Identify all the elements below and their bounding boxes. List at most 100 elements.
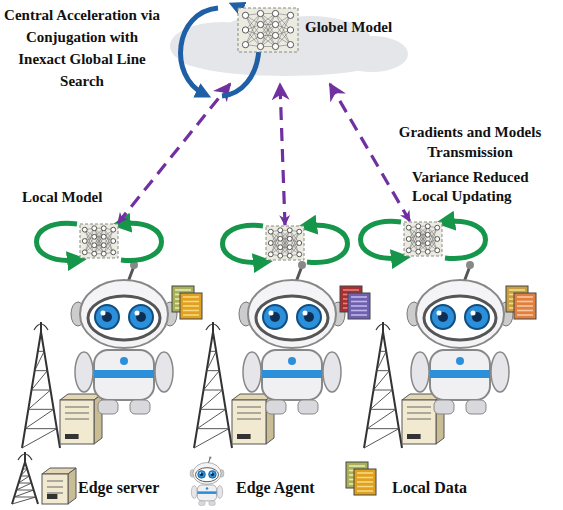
network-neuron: [268, 241, 273, 246]
network-neuron: [278, 253, 283, 258]
data-stripe: [517, 301, 533, 303]
node-shape: [80, 224, 118, 258]
network-neuron: [425, 232, 430, 237]
node-heading: Variance Reduced Local Updating: [412, 168, 552, 206]
robot-antenna-tip: [298, 261, 306, 269]
tower-signal: [34, 324, 48, 330]
tower-brace: [207, 351, 217, 370]
global-model-cloud: Globel Model: [160, 0, 410, 82]
tower-brace: [22, 429, 57, 448]
network-neuron: [272, 43, 278, 49]
server-slot: [47, 487, 63, 488]
robot-body: [197, 485, 216, 501]
network-neuron: [82, 250, 87, 255]
network-neuron: [287, 27, 293, 33]
robot-foot: [434, 400, 454, 414]
robot-arm: [191, 486, 197, 499]
server-slot: [237, 407, 261, 408]
local-loop-arrow: [121, 223, 162, 260]
network-neuron: [416, 249, 421, 254]
local-model-box: Variance Reduced Local Updating: [404, 222, 442, 256]
robot-face: [424, 296, 496, 340]
server-slot: [237, 419, 261, 420]
tower-brace: [32, 371, 48, 390]
network-frame: [404, 222, 442, 256]
network-neuron: [101, 243, 106, 248]
transmission-arrow: [330, 84, 410, 221]
robot-eye: [198, 471, 206, 479]
robot-belt: [197, 491, 216, 494]
robot-foot: [298, 400, 318, 414]
data-stripe: [183, 305, 199, 307]
data-sheet: [180, 293, 202, 319]
network-neuron: [272, 10, 278, 16]
network-link: [94, 228, 104, 254]
robot-eye-glint: [471, 311, 476, 316]
network-neuron: [92, 243, 97, 248]
tower-signal: [206, 324, 220, 330]
data-stripe: [183, 296, 199, 298]
edge-server-box: [42, 468, 76, 504]
network-neuron: [406, 237, 411, 242]
tower-brace: [204, 371, 220, 390]
node-shape: [266, 226, 304, 260]
robot-eye: [297, 305, 321, 329]
robot-button: [120, 357, 128, 365]
transmission-label: Gradients and Models Transmission: [384, 122, 556, 162]
tower-brace: [194, 429, 229, 448]
network-link: [280, 230, 290, 256]
robot-body: [262, 350, 322, 400]
network-neuron: [242, 42, 248, 48]
legend-text: Local Data: [392, 478, 467, 497]
server-slot: [65, 407, 89, 408]
robot-face: [88, 296, 160, 340]
network-neuron: [101, 251, 106, 256]
robot-eye: [465, 305, 489, 329]
robot-eye-glint: [199, 472, 201, 474]
edge-agent-robot: [190, 456, 224, 505]
node-shape: [404, 222, 442, 256]
network-neuron: [272, 21, 278, 27]
robot-belt: [94, 370, 154, 378]
server-drive: [47, 494, 57, 499]
local-loop-arrow: [445, 221, 486, 258]
server-front: [60, 400, 94, 444]
network-neuron: [111, 227, 116, 232]
data-sheet: [348, 293, 370, 319]
server-drive: [407, 434, 421, 439]
network-neuron: [287, 12, 293, 18]
robot-foot: [98, 400, 118, 414]
tower-legs: [22, 332, 60, 448]
data-stripe: [351, 314, 367, 316]
robot-eye-glint: [437, 311, 442, 316]
robot-antenna-tip: [209, 456, 212, 459]
network-neuron: [101, 226, 106, 231]
data-stripe: [351, 301, 367, 303]
robot-arm: [155, 352, 173, 392]
robot-arm: [323, 352, 341, 392]
robot-belt: [430, 370, 490, 378]
network-neuron: [297, 229, 302, 234]
data-stripe: [351, 296, 367, 298]
network-neuron: [257, 32, 263, 38]
tower-brace: [28, 390, 50, 409]
robot-head: [248, 280, 336, 348]
network-neuron: [242, 12, 248, 18]
robot-foot: [466, 400, 486, 414]
network-neuron: [297, 252, 302, 257]
local-data-docs: [340, 286, 370, 319]
network-neuron: [416, 241, 421, 246]
tower-legs: [194, 332, 232, 448]
tower-brace: [35, 351, 45, 370]
network-neuron: [425, 249, 430, 254]
network-neuron: [425, 224, 430, 229]
network-link: [280, 230, 290, 256]
network-neuron: [416, 224, 421, 229]
edge-agent-robot: [71, 261, 177, 414]
network-link: [418, 226, 428, 252]
server-drive: [237, 434, 251, 439]
node-shape: [160, 0, 410, 82]
data-stripe: [351, 310, 367, 312]
tower-brace: [364, 429, 399, 448]
